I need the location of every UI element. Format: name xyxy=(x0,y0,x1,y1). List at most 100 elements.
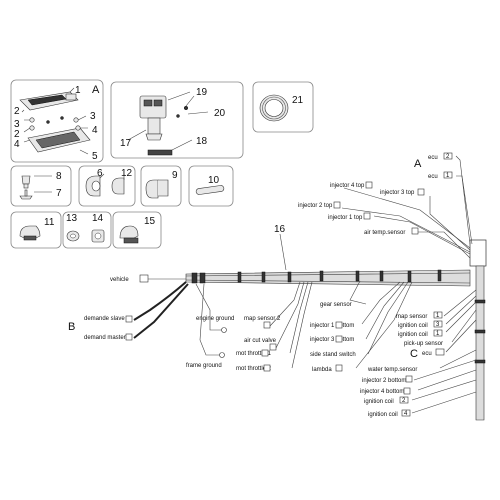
part-number-21: 21 xyxy=(292,95,304,106)
part-number-12: 12 xyxy=(121,168,133,179)
connector-water-temp-sensor: water temp.sensor xyxy=(367,367,417,373)
part-number-16: 16 xyxy=(274,224,286,235)
label-injector-2-top: injector 2 top xyxy=(298,203,333,209)
label-pickup-sensor: pick-up sensor xyxy=(404,341,443,347)
label-side-stand-switch: side stand switch xyxy=(310,352,356,358)
label-mot-throttle-2: mot throttle 2 xyxy=(236,366,272,372)
part-number-15: 15 xyxy=(144,216,156,227)
part-number-4b: 4 xyxy=(14,139,20,150)
connector-ecu-1: ecu 1 xyxy=(428,171,453,180)
middle-branch-wires xyxy=(269,280,413,369)
svg-text:2: 2 xyxy=(402,398,406,404)
part-number-4a: 4 xyxy=(92,125,98,136)
part-number-18: 18 xyxy=(196,136,208,147)
group-letter-c: C xyxy=(410,348,418,360)
group-letter-a-top: A xyxy=(92,84,100,96)
connector-mot-throttle-2: mot throttle 2 xyxy=(236,364,272,372)
part-number-17: 17 xyxy=(120,138,132,149)
connector-ignition-coil-1: ignition coil 1 xyxy=(398,329,443,338)
label-ignition-coil-4: ignition coil xyxy=(368,412,398,418)
main-harness: 16 xyxy=(185,224,487,421)
svg-text:4: 4 xyxy=(404,411,408,417)
label-ignition-coil-2: ignition coil xyxy=(364,399,394,405)
label-map-sensor-1: map sensor xyxy=(396,314,427,320)
svg-text:2: 2 xyxy=(446,154,450,160)
label-map-sensor-2: map sensor 2 xyxy=(244,316,281,322)
svg-text:1: 1 xyxy=(436,313,440,319)
connector-injector-1-top: injector 1 top xyxy=(328,212,371,221)
label-ignition-coil-1: ignition coil xyxy=(398,332,428,338)
label-injector-4-top: injector 4 top xyxy=(330,183,365,189)
connector-ignition-coil-4: ignition coil 4 xyxy=(368,409,411,418)
part-number-9: 9 xyxy=(172,170,178,181)
group-letter-b: B xyxy=(68,321,75,333)
label-ecu-1: ecu xyxy=(428,174,438,180)
label-injector-1-top: injector 1 top xyxy=(328,215,363,221)
connector-injector-4-top: injector 4 top xyxy=(330,181,373,189)
grommet-panel: 21 xyxy=(252,81,314,133)
label-injector-2-bottom: injector 2 bottom xyxy=(362,378,406,384)
label-demand-master: demand master xyxy=(84,335,126,341)
connector-mot-throttle-1: mot throttle 1 xyxy=(236,349,272,357)
connector-air-temp-sensor: air temp.sensor xyxy=(364,227,419,236)
svg-text:1: 1 xyxy=(436,331,440,337)
part-number-6: 6 xyxy=(97,168,103,179)
clip-panel-6-12: 6 12 xyxy=(78,165,136,207)
part-number-8: 8 xyxy=(56,171,62,182)
part-number-2b: 2 xyxy=(14,129,20,140)
connector-ecu-c: C ecu xyxy=(410,348,445,360)
label-frame-ground: frame ground xyxy=(186,363,222,369)
label-ecu-c: ecu xyxy=(422,351,432,357)
label-air-temp-sensor: air temp.sensor xyxy=(364,230,405,236)
label-ecu-2: ecu xyxy=(428,155,438,161)
group-b-wires: demande slave demand master B xyxy=(68,281,189,341)
clip-panel-9: 9 xyxy=(140,165,182,207)
part-number-11: 11 xyxy=(44,217,55,228)
clamp-panel-11: 11 xyxy=(10,211,62,249)
svg-text:1: 1 xyxy=(446,173,450,179)
label-air-cut-valve: air cut valve xyxy=(244,338,277,344)
fastener-panel: 8 7 xyxy=(10,165,72,207)
connector-injector-1-bottom: injector 1 bottom xyxy=(310,321,354,329)
part-number-1: 1 xyxy=(75,85,81,96)
connector-map-sensor-2: map sensor 2 xyxy=(244,316,281,329)
part-number-7: 7 xyxy=(56,188,62,199)
right-branch-wires xyxy=(411,289,477,414)
svg-text:3: 3 xyxy=(436,322,440,328)
part-number-20: 20 xyxy=(214,108,226,119)
connector-vehicle: vehicle xyxy=(110,274,186,283)
label-water-temp-sensor: water temp.sensor xyxy=(367,367,417,373)
connector-injector-3-top: injector 3 top xyxy=(380,188,425,196)
part-number-5: 5 xyxy=(92,151,98,162)
connector-injector-4-bottom: injector 4 bottom xyxy=(360,387,411,395)
group-letter-a-right: A xyxy=(414,158,422,170)
connector-side-stand-switch: side stand switch xyxy=(310,352,356,358)
connector-injector-2-top: injector 2 top xyxy=(298,201,341,209)
connector-ignition-coil-3: ignition coil 3 xyxy=(398,320,443,329)
label-demande-slave: demande slave xyxy=(84,316,125,322)
part-number-2a: 2 xyxy=(14,106,20,117)
connector-air-cut-valve: air cut valve xyxy=(244,338,277,351)
label-vehicle: vehicle xyxy=(110,277,129,283)
connector-ecu-2: ecu 2 A xyxy=(414,152,453,170)
connector-injector-2-bottom: injector 2 bottom xyxy=(362,375,413,384)
label-engine-ground: engine ground xyxy=(196,316,234,322)
ground-wires: engine ground frame ground xyxy=(186,283,234,369)
grommet-panel-13-14: 13 14 xyxy=(62,211,112,249)
label-injector-4-bottom: injector 4 bottom xyxy=(360,389,404,395)
part-number-19: 19 xyxy=(196,87,208,98)
connector-map-sensor-1: map sensor 1 xyxy=(396,311,443,320)
label-injector-1-bottom: injector 1 bottom xyxy=(310,323,354,329)
pin-panel-10: 10 xyxy=(188,165,234,207)
part-number-13: 13 xyxy=(66,213,78,224)
connector-gear-sensor: gear sensor xyxy=(320,302,352,308)
label-gear-sensor: gear sensor xyxy=(320,302,352,308)
connector-ignition-coil-2: ignition coil 2 xyxy=(364,396,409,405)
relay-panel: 19 20 17 18 xyxy=(110,81,244,159)
part-number-3b: 3 xyxy=(90,111,96,122)
connector-injector-3-bottom: injector 3 bottom xyxy=(310,335,354,343)
label-ignition-coil-3: ignition coil xyxy=(398,323,428,329)
label-injector-3-top: injector 3 top xyxy=(380,190,415,196)
part-number-14: 14 xyxy=(92,213,104,224)
